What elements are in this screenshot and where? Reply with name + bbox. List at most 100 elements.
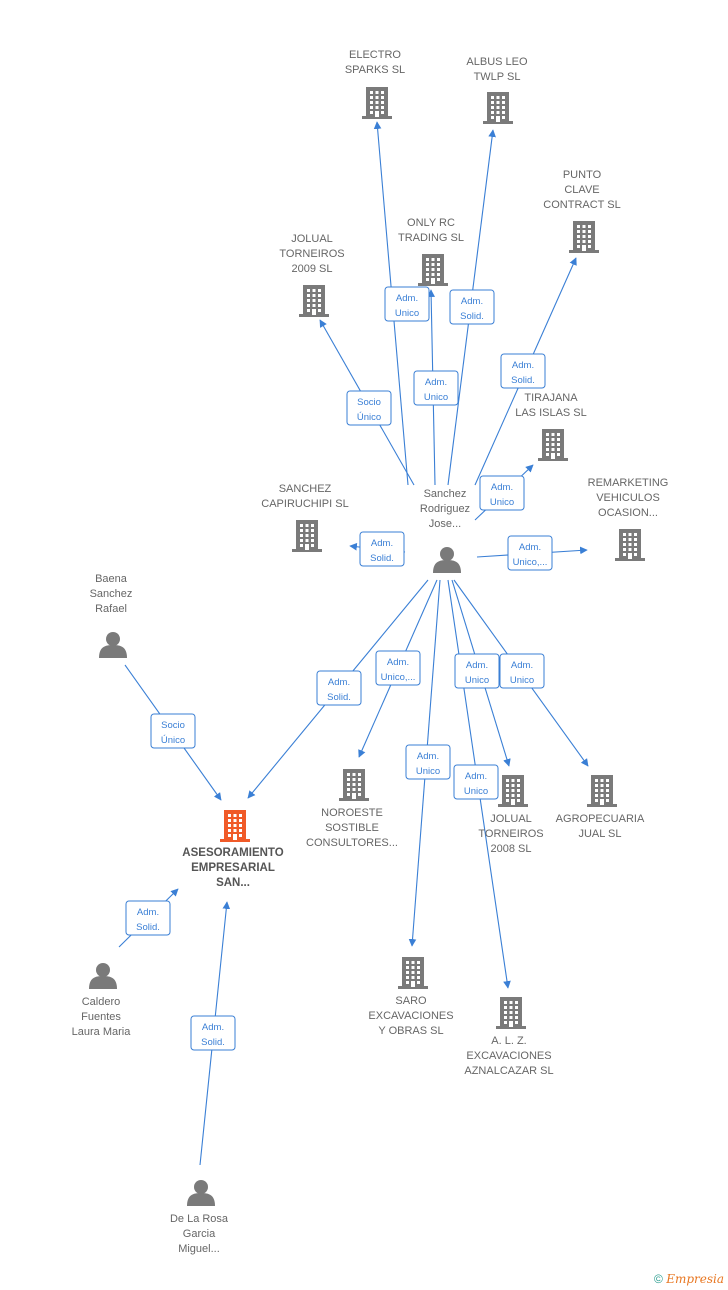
edge-label-text: Unico bbox=[424, 392, 448, 403]
building-icon bbox=[483, 92, 513, 124]
node-label: EMPRESARIAL bbox=[191, 862, 275, 874]
building-icon bbox=[220, 810, 250, 842]
footer-brand[interactable]: © Empresia bbox=[654, 1272, 724, 1286]
node-label: CONSULTORES... bbox=[306, 837, 398, 849]
building-icon bbox=[299, 285, 329, 317]
edge-label-text: Único bbox=[357, 412, 381, 423]
node-label: SOSTIBLE bbox=[325, 822, 379, 834]
edge-label-text: Adm. bbox=[202, 1022, 224, 1033]
edge-label-box bbox=[507, 535, 553, 571]
edge-label-text: Adm. bbox=[417, 751, 439, 762]
node-label: ONLY RC bbox=[407, 217, 455, 229]
edge-label-caldero-to-asesoramiento[interactable]: Adm.Solid. bbox=[125, 900, 171, 936]
edge-label-text: Unico,... bbox=[513, 557, 548, 568]
person-icon bbox=[99, 632, 127, 658]
edge-label-box bbox=[150, 713, 196, 749]
edge-label-text: Unico bbox=[510, 675, 534, 686]
edge-label-box bbox=[125, 900, 171, 936]
node-label: JOLUAL bbox=[490, 813, 532, 825]
node-asesoramiento[interactable]: ASESORAMIENTOEMPRESARIALSAN... bbox=[182, 810, 284, 889]
copyright-icon: © bbox=[654, 1272, 663, 1286]
node-label: EXCAVACIONES bbox=[368, 1010, 453, 1022]
edge-label-box bbox=[405, 744, 451, 780]
edge-label-box bbox=[346, 390, 392, 426]
edge-label-text: Socio bbox=[357, 397, 381, 408]
node-label: EXCAVACIONES bbox=[466, 1050, 551, 1062]
node-label: REMARKETING bbox=[588, 477, 669, 489]
building-icon bbox=[339, 769, 369, 801]
edge-label-text: Adm. bbox=[396, 293, 418, 304]
building-icon bbox=[292, 520, 322, 552]
building-icon bbox=[498, 775, 528, 807]
edge-label-text: Unico bbox=[465, 675, 489, 686]
node-label: TWLP SL bbox=[474, 71, 521, 83]
node-label: VEHICULOS bbox=[596, 492, 660, 504]
edge-label-text: Adm. bbox=[466, 660, 488, 671]
edge-label-sanchez-to-tirajana[interactable]: Adm.Unico bbox=[479, 475, 525, 511]
building-icon bbox=[398, 957, 428, 989]
edge-label-box bbox=[359, 531, 405, 567]
brand-logo: Empresia bbox=[666, 1272, 724, 1286]
edge-label-box bbox=[316, 670, 362, 706]
node-label: JUAL SL bbox=[578, 828, 621, 840]
edge-label-text: Adm. bbox=[519, 542, 541, 553]
node-label: SANCHEZ bbox=[279, 483, 332, 495]
edge-label-delarosa-to-asesoramiento[interactable]: Adm.Solid. bbox=[190, 1015, 236, 1051]
edge-label-text: Adm. bbox=[511, 660, 533, 671]
edge-label-sanchez-to-capiruchipi[interactable]: Adm.Solid. bbox=[359, 531, 405, 567]
edge-label-text: Adm. bbox=[465, 771, 487, 782]
edge-label-box bbox=[384, 286, 430, 322]
edge-label-text: Unico bbox=[416, 766, 440, 777]
edge-label-text: Solid. bbox=[327, 692, 351, 703]
edge-label-sanchez-to-remarketing[interactable]: Adm. Unico,... bbox=[507, 535, 553, 571]
edge-label-sanchez-to-electro[interactable]: Adm.Unico bbox=[384, 286, 430, 322]
edge-label-text: Adm. bbox=[425, 377, 447, 388]
node-noroeste[interactable]: NOROESTE SOSTIBLE CONSULTORES... bbox=[306, 769, 398, 849]
edge-label-sanchez-to-jolual08[interactable]: Adm. Unico bbox=[454, 653, 500, 689]
node-delarosa[interactable]: De La RosaGarciaMiguel... bbox=[170, 1180, 229, 1255]
edge-label-box bbox=[479, 475, 525, 511]
building-icon bbox=[538, 429, 568, 461]
edge-label-text: Adm. bbox=[387, 657, 409, 668]
edge-label-text: Único bbox=[161, 735, 185, 746]
node-label: AZNALCAZAR SL bbox=[464, 1065, 553, 1077]
node-label: Sanchez bbox=[424, 488, 467, 500]
node-label: Miguel... bbox=[178, 1243, 220, 1255]
node-remarketing[interactable]: REMARKETINGVEHICULOSOCASION... bbox=[588, 477, 669, 561]
edge-label-sanchez-to-agropecuaria[interactable]: Adm. Unico bbox=[499, 653, 545, 689]
edge-label-box bbox=[454, 653, 500, 689]
building-icon bbox=[569, 221, 599, 253]
node-label: NOROESTE bbox=[321, 807, 383, 819]
edge-label-sanchez-to-saro[interactable]: Adm. Unico bbox=[405, 744, 451, 780]
edge-label-sanchez-to-asesoramiento[interactable]: Adm.Solid. bbox=[316, 670, 362, 706]
edge-label-sanchez-to-onlyrc[interactable]: Adm. Unico bbox=[413, 370, 459, 406]
node-label: 2008 SL bbox=[491, 843, 532, 855]
edge-label-sanchez-to-alz[interactable]: Adm.Unico bbox=[453, 764, 499, 800]
node-sanchez[interactable]: SanchezRodriguezJose... bbox=[420, 488, 470, 573]
edge-label-sanchez-to-albus[interactable]: Adm.Solid. bbox=[449, 289, 495, 325]
node-label: SAN... bbox=[216, 877, 250, 889]
person-icon bbox=[89, 963, 117, 989]
node-label: CONTRACT SL bbox=[543, 199, 620, 211]
edge-label-sanchez-to-noroeste[interactable]: Adm. Unico,... bbox=[375, 650, 421, 686]
node-label: TORNEIROS bbox=[279, 248, 344, 260]
edge-label-box bbox=[453, 764, 499, 800]
edge-label-text: Unico,... bbox=[381, 672, 416, 683]
edge-label-sanchez-to-punto[interactable]: Adm.Solid. bbox=[500, 353, 546, 389]
